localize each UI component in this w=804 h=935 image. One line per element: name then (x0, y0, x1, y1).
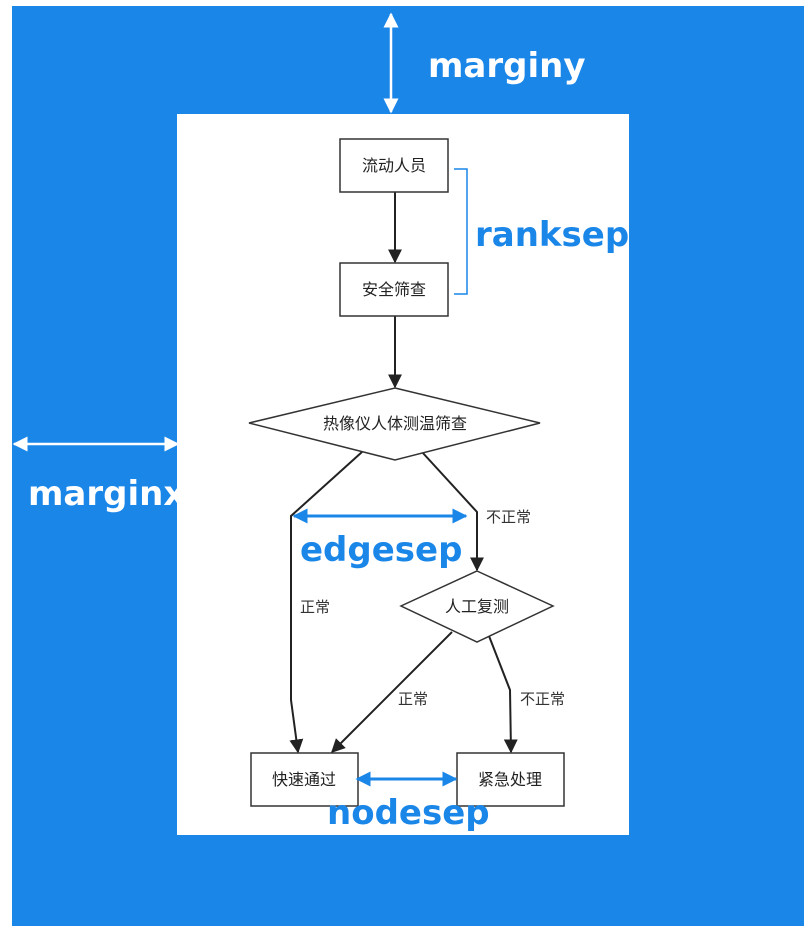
node-emergency-box (456, 752, 565, 807)
nodesep-label: nodesep (327, 793, 490, 833)
edgesep-label: edgesep (300, 530, 462, 570)
node-floating-people-box (339, 138, 449, 193)
node-security-box (339, 262, 449, 317)
node-thermal-screening: 热像仪人体测温筛查 (323, 414, 467, 433)
node-floating-people: 流动人员 (362, 156, 426, 175)
edge-thermal-to-fastpass (289, 451, 363, 754)
ranksep-bracket (454, 168, 468, 295)
marginy-label: marginy (428, 46, 586, 86)
edge-recheck-to-fastpass (331, 631, 453, 753)
edge-thermal-to-recheck (421, 451, 484, 572)
edge-label-thermal-abnormal: 不正常 (486, 508, 531, 526)
node-fast-pass: 快速通过 (272, 770, 336, 789)
node-fastpass-box (250, 752, 359, 807)
node-manual-recheck: 人工复测 (445, 597, 509, 616)
edge-label-thermal-normal: 正常 (300, 598, 330, 616)
node-thermal-diamond (248, 387, 541, 461)
edge-recheck-to-emergency (488, 635, 518, 754)
edge-label-recheck-normal: 正常 (398, 690, 428, 708)
ranksep-label: ranksep (475, 215, 629, 255)
node-emergency: 紧急处理 (478, 770, 542, 789)
node-security-screening: 安全筛查 (362, 280, 426, 299)
node-recheck-diamond (399, 570, 555, 643)
marginx-label: marginx (28, 474, 185, 514)
edge-label-recheck-abnormal: 不正常 (520, 690, 565, 708)
graph-canvas (177, 114, 629, 835)
